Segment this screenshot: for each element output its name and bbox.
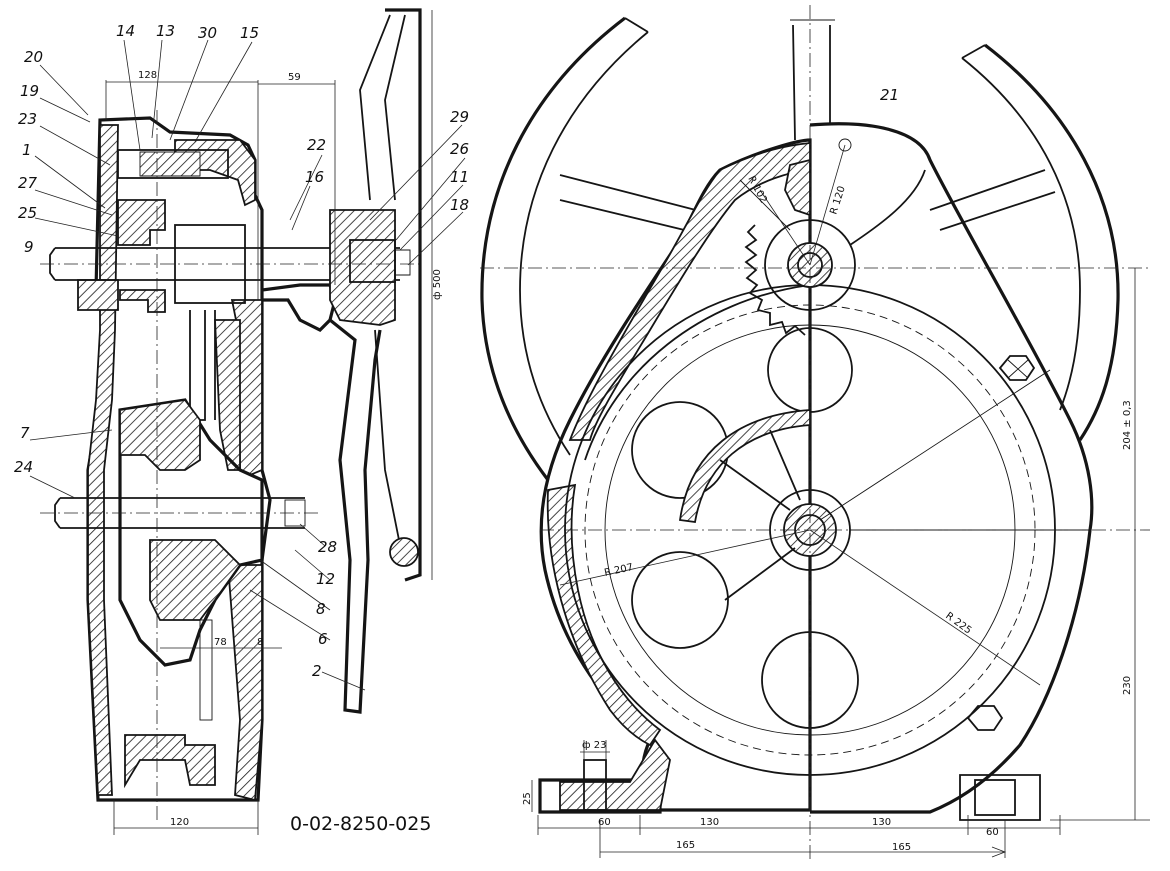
dim-r120: R 120 <box>828 185 847 216</box>
dim-d23: ф 23 <box>582 740 606 751</box>
front-view <box>480 5 1150 860</box>
label-23: 23 <box>18 110 37 128</box>
label-29: 29 <box>450 108 469 126</box>
dim-60-right: 60 <box>986 827 999 838</box>
label-14: 14 <box>116 22 135 40</box>
label-22: 22 <box>307 136 326 154</box>
label-20: 20 <box>24 48 43 66</box>
label-26: 26 <box>450 140 469 158</box>
dim-165-left: 165 <box>676 840 695 851</box>
label-18: 18 <box>450 196 469 214</box>
label-7: 7 <box>20 424 30 442</box>
label-21: 21 <box>880 86 899 104</box>
label-8: 8 <box>316 600 326 618</box>
dim-120: 120 <box>170 817 189 828</box>
label-2: 2 <box>312 662 322 680</box>
label-13: 13 <box>156 22 175 40</box>
dim-25: 25 <box>522 792 533 805</box>
dimension-texts-left: 128 59 78 8 120 ф 500 <box>138 70 443 828</box>
dim-230: 230 <box>1122 676 1133 695</box>
drawing-code: 0-02-8250-025 <box>290 813 431 835</box>
label-28: 28 <box>318 538 337 556</box>
dim-130-right: 130 <box>872 817 891 828</box>
dim-60-left: 60 <box>598 817 611 828</box>
dim-165-right: 165 <box>892 842 911 853</box>
label-9: 9 <box>24 238 34 256</box>
dim-130-left: 130 <box>700 817 719 828</box>
side-section-view <box>29 8 466 835</box>
dim-8: 8 <box>257 637 263 648</box>
dim-59: 59 <box>288 72 301 83</box>
label-25: 25 <box>18 204 37 222</box>
label-6: 6 <box>318 630 328 648</box>
label-27: 27 <box>18 174 38 192</box>
label-30: 30 <box>198 24 217 42</box>
label-24: 24 <box>14 458 33 476</box>
dim-r225: R 225 <box>943 611 973 637</box>
label-15: 15 <box>240 24 259 42</box>
label-16: 16 <box>305 168 324 186</box>
label-12: 12 <box>316 570 335 588</box>
label-19: 19 <box>20 82 39 100</box>
label-1: 1 <box>22 141 32 159</box>
dim-128: 128 <box>138 70 157 81</box>
dim-78: 78 <box>214 637 227 648</box>
label-11: 11 <box>450 168 469 186</box>
part-labels: 20 19 23 1 27 25 9 14 13 30 15 22 16 29 … <box>14 22 899 680</box>
dim-204: 204 ± 0,3 <box>1122 400 1133 450</box>
dim-500: ф 500 <box>432 269 443 300</box>
